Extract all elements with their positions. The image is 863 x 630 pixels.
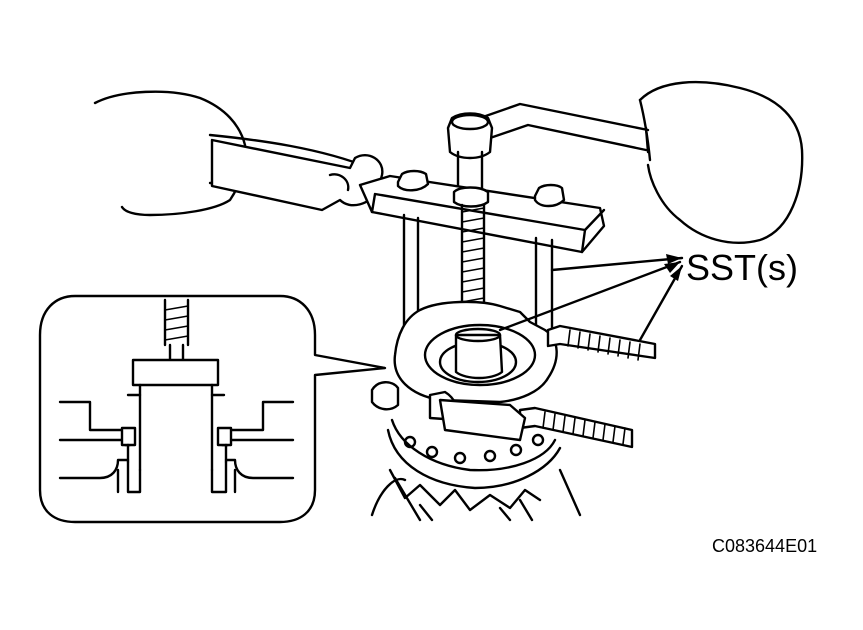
bearing-separator — [393, 300, 558, 404]
right-hand — [638, 80, 804, 244]
open-end-wrench — [210, 138, 384, 212]
tee-handle-bar — [478, 102, 650, 154]
differential-case — [370, 418, 582, 522]
figure-code-label: C083644E01 — [712, 536, 818, 556]
separator-bolt-upper — [546, 324, 657, 361]
inset-detail — [38, 294, 387, 524]
forcing-screw-head — [446, 112, 494, 197]
separator-bolt-lower — [370, 381, 634, 449]
puller-crossbar — [358, 169, 606, 254]
sst-callout-label: SST(s) — [686, 247, 798, 288]
sst-leader-lines — [498, 254, 684, 342]
